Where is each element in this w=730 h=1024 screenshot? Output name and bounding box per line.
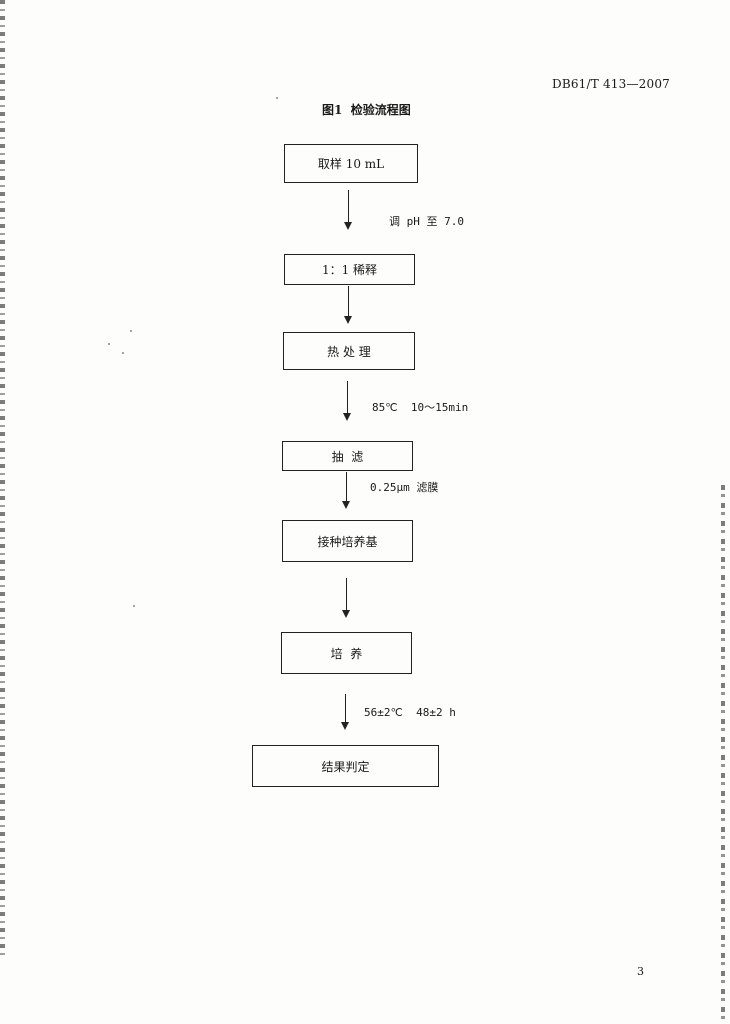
flow-arrow-line [347,381,348,415]
flow-arrowhead [344,222,352,230]
scan-edge-right [721,485,725,1020]
flow-condition-incubation: 56±2℃ 48±2 h [364,706,456,719]
flow-step-dilution: 1：1 稀释 [284,254,415,285]
flow-condition-ph: 调 pH 至 7.0 [389,215,464,228]
flow-step-incubation: 培 养 [281,632,412,674]
flow-step-filtration: 抽 滤 [282,441,413,471]
document-code: DB61/T 413—2007 [552,77,671,91]
flow-arrowhead [342,501,350,509]
flow-step-label: 结果判定 [321,759,370,774]
flow-arrow-line [348,286,349,318]
scan-speck [276,97,278,99]
flow-step-label: 1：1 稀释 [321,263,378,277]
page-number: 3 [637,965,644,978]
scan-speck [122,352,124,354]
flow-step-label: 取样 10 mL [317,157,385,171]
flow-arrow-line [348,190,349,224]
flow-arrowhead [343,413,351,421]
flow-step-label: 培 养 [330,646,363,661]
flow-arrow-line [346,472,347,503]
flow-arrow-line [346,578,347,612]
flow-arrowhead [342,610,350,618]
flow-step-label: 热 处 理 [327,344,371,359]
scan-speck [133,605,135,607]
scan-speck [108,343,110,345]
flow-arrow-line [345,694,346,724]
flow-step-inoculation: 接种培养基 [282,520,413,562]
flow-condition-membrane: 0.25μm 滤膜 [370,481,439,494]
flow-arrowhead [341,722,349,730]
flow-step-heat-treatment: 热 处 理 [283,332,415,370]
flow-arrowhead [344,316,352,324]
flow-step-label: 接种培养基 [317,534,378,549]
scan-edge-left [0,0,5,960]
flow-step-result: 结果判定 [252,745,439,787]
scan-speck [130,330,132,332]
flow-condition-heat: 85℃ 10～15min [372,401,469,414]
flow-step-sampling: 取样 10 mL [284,144,418,183]
figure-title: 图1 检验流程图 [322,103,411,117]
flow-step-label: 抽 滤 [331,449,364,464]
